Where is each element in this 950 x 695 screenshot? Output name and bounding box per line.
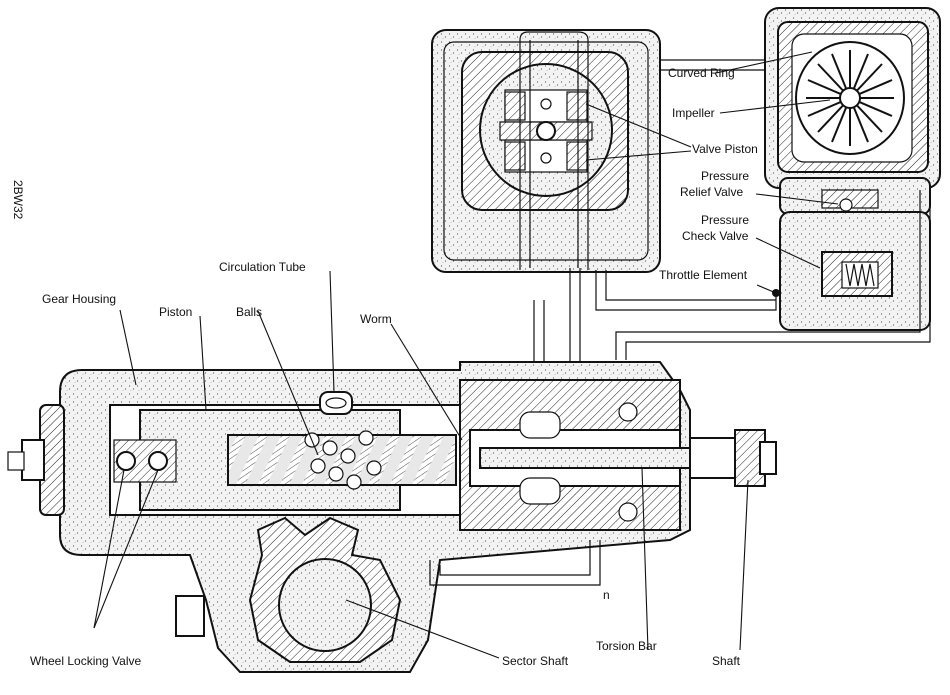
label-sector-shaft: Sector Shaft bbox=[502, 654, 569, 668]
impeller-icon bbox=[806, 50, 894, 146]
label-curved-ring: Curved Ring bbox=[668, 66, 735, 80]
balls-icon bbox=[304, 430, 382, 490]
label-pressure-relief-valve-line1: Pressure bbox=[701, 169, 749, 183]
label-piston: Piston bbox=[159, 305, 192, 319]
leader-lines bbox=[93, 51, 839, 659]
label-gear-housing: Gear Housing bbox=[42, 292, 116, 306]
label-pressure-check-valve-line2: Check Valve bbox=[682, 229, 749, 243]
label-pressure-check-valve-line1: Pressure bbox=[701, 213, 749, 227]
label-shaft: Shaft bbox=[712, 654, 741, 668]
label-valve-piston: Valve Piston bbox=[692, 142, 758, 156]
valve-block bbox=[431, 29, 661, 273]
figure-code: 2BW32 bbox=[11, 180, 25, 220]
label-worm: Worm bbox=[360, 312, 392, 326]
label-impeller: Impeller bbox=[672, 106, 715, 120]
label-mark-n: n bbox=[603, 588, 610, 602]
pump-block bbox=[595, 7, 941, 360]
label-circulation-tube: Circulation Tube bbox=[219, 260, 306, 274]
gear-housing bbox=[7, 361, 777, 673]
label-torsion-bar: Torsion Bar bbox=[596, 639, 657, 653]
label-pressure-relief-valve-line2: Relief Valve bbox=[680, 185, 743, 199]
label-balls: Balls bbox=[236, 305, 262, 319]
label-wheel-locking-valve: Wheel Locking Valve bbox=[30, 654, 141, 668]
label-throttle-element: Throttle Element bbox=[659, 268, 748, 282]
